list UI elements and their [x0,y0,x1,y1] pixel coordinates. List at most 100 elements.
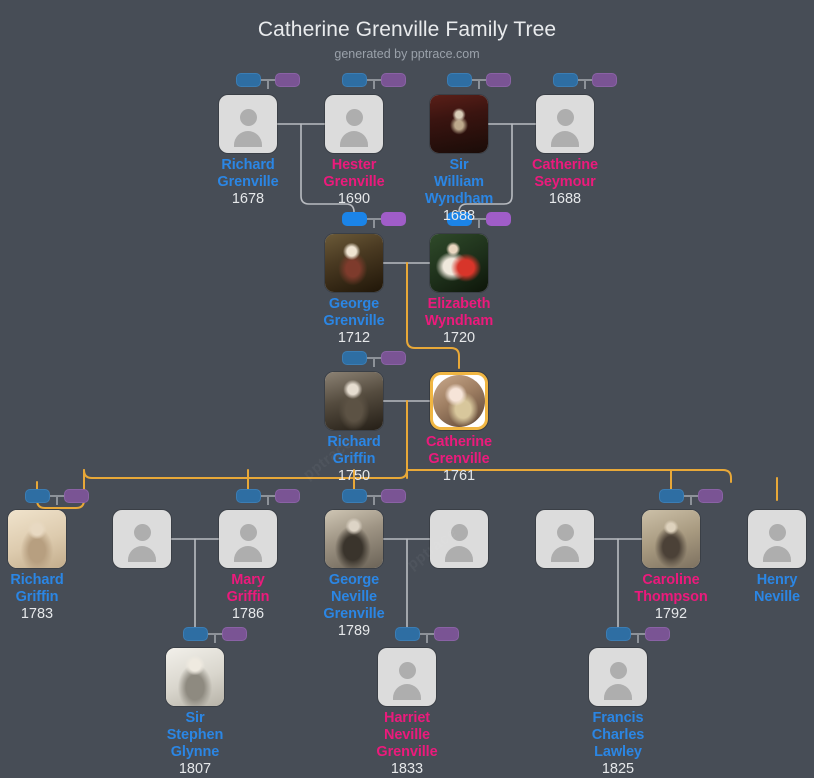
person-card-henry-neville[interactable] [748,510,806,568]
mother-tab-elizabeth-wyndham[interactable] [486,212,511,226]
mother-tab-sir-william-wyndham[interactable] [486,73,511,87]
portrait-elizabeth-wyndham [430,234,488,292]
avatar-placeholder-icon [398,662,416,679]
person-name-francis-charles-lawley: Francis [592,710,644,726]
person-card-catherine-grenville[interactable] [430,372,488,430]
header: Catherine Grenville Family Tree generate… [0,0,814,61]
tab-stem [690,496,692,505]
avatar-placeholder-icon [239,524,257,541]
person-year-hester-grenville: 1690 [337,191,371,207]
relation-tabs-mary-griffin [236,489,300,505]
person-name-harriet-neville-grenville: Harriet [383,710,431,726]
person-card-spouse-of-mary-griffin[interactable] [113,510,171,568]
mother-tab-mary-griffin[interactable] [275,489,300,503]
person-card-spouse-of-caroline-thompson[interactable] [536,510,594,568]
person-card-richard-grenville[interactable] [219,95,277,153]
father-tab-caroline-thompson[interactable] [659,489,684,503]
person-name-harriet-neville-grenville: Neville [383,727,431,743]
father-tab-francis-charles-lawley[interactable] [606,627,631,641]
father-tab-richard-griffin-1783[interactable] [25,489,50,503]
person-card-elizabeth-wyndham[interactable] [430,234,488,292]
person-name-richard-griffin-1783: Griffin [15,589,59,605]
father-tab-hester-grenville[interactable] [342,73,367,87]
person-name-sir-stephen-glynne: Glynne [170,744,220,760]
father-tab-sir-william-wyndham[interactable] [447,73,472,87]
mother-tab-richard-griffin-1783[interactable] [64,489,89,503]
person-name-catherine-grenville: Grenville [428,451,490,467]
person-card-george-grenville[interactable] [325,234,383,292]
relation-tabs-francis-charles-lawley [606,627,670,643]
portrait-sir-william-wyndham [430,95,488,153]
avatar-placeholder-icon [609,662,627,679]
person-name-sir-stephen-glynne: Sir [185,710,205,726]
person-name-george-neville-grenville: Neville [330,589,378,605]
person-name-harriet-neville-grenville: Grenville [376,744,438,760]
person-card-caroline-thompson[interactable] [642,510,700,568]
avatar-placeholder-icon [768,524,786,541]
person-node-spouse-of-mary-griffin[interactable] [67,510,217,568]
person-name-hester-grenville: Grenville [323,174,385,190]
mother-tab-richard-griffin[interactable] [381,351,406,365]
person-name-catherine-seymour: Catherine [532,157,598,173]
person-card-sir-stephen-glynne[interactable] [166,648,224,706]
mother-tab-caroline-thompson[interactable] [698,489,723,503]
avatar-placeholder-body-icon [234,546,262,562]
relation-tabs-richard-griffin [342,351,406,367]
father-tab-elizabeth-wyndham[interactable] [447,212,472,226]
avatar-placeholder-body-icon [551,546,579,562]
father-tab-sir-stephen-glynne[interactable] [183,627,208,641]
father-tab-richard-grenville[interactable] [236,73,261,87]
person-card-spouse-of-george-neville-grenville[interactable] [430,510,488,568]
avatar-placeholder-icon [556,524,574,541]
father-tab-catherine-seymour[interactable] [553,73,578,87]
person-node-spouse-of-george-neville-grenville[interactable] [384,510,534,568]
mother-tab-francis-charles-lawley[interactable] [645,627,670,641]
mother-tab-richard-grenville[interactable] [275,73,300,87]
person-name-richard-griffin: Richard [327,434,381,450]
father-tab-richard-griffin[interactable] [342,351,367,365]
portrait-george-grenville [325,234,383,292]
person-card-sir-william-wyndham[interactable] [430,95,488,153]
mother-tab-catherine-seymour[interactable] [592,73,617,87]
person-name-richard-griffin: Griffin [332,451,376,467]
person-card-harriet-neville-grenville[interactable] [378,648,436,706]
person-card-francis-charles-lawley[interactable] [589,648,647,706]
person-name-george-grenville: George [328,296,380,312]
father-tab-george-grenville[interactable] [342,212,367,226]
tab-stem [373,496,375,505]
father-tab-george-neville-grenville[interactable] [342,489,367,503]
mother-tab-george-grenville[interactable] [381,212,406,226]
mother-tab-sir-stephen-glynne[interactable] [222,627,247,641]
person-card-richard-griffin[interactable] [325,372,383,430]
person-year-catherine-grenville: 1761 [442,468,476,484]
mother-tab-hester-grenville[interactable] [381,73,406,87]
person-card-mary-griffin[interactable] [219,510,277,568]
mother-tab-george-neville-grenville[interactable] [381,489,406,503]
avatar-placeholder-body-icon [763,546,791,562]
person-node-spouse-of-caroline-thompson[interactable] [490,510,640,568]
person-card-catherine-seymour[interactable] [536,95,594,153]
mother-tab-harriet-neville-grenville[interactable] [434,627,459,641]
person-card-george-neville-grenville[interactable] [325,510,383,568]
tab-stem [214,634,216,643]
person-card-hester-grenville[interactable] [325,95,383,153]
father-tab-mary-griffin[interactable] [236,489,261,503]
person-card-richard-griffin-1783[interactable] [8,510,66,568]
father-tab-harriet-neville-grenville[interactable] [395,627,420,641]
